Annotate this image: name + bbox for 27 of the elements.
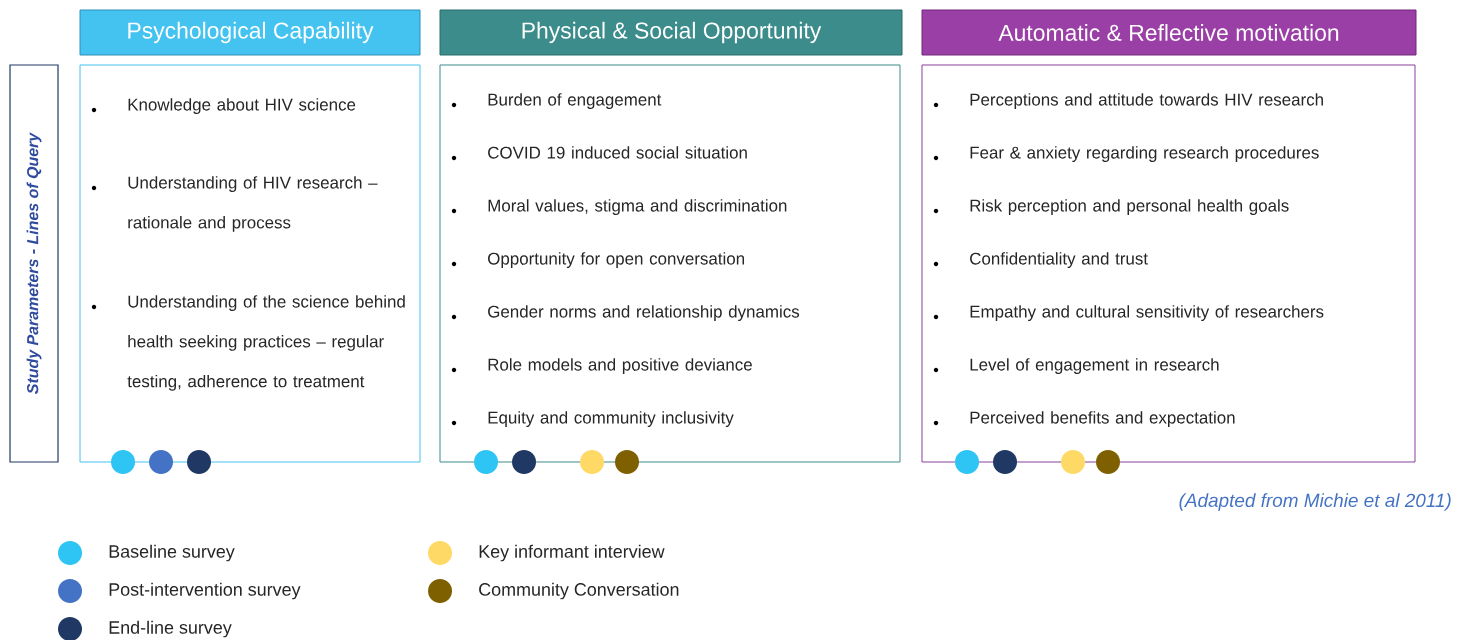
bullet-text: Confidentiality and trust: [970, 252, 1148, 268]
legend-text: Baseline survey: [109, 544, 235, 562]
side-label-box: Study Parameters - Lines of Query: [9, 64, 59, 463]
bullet-text: Fear & anxiety regarding research procedures: [970, 146, 1319, 162]
bullet-text: Perceptions and attitude towards HIV research: [970, 93, 1323, 109]
bullet-text: Equity and community inclusivity: [488, 411, 734, 427]
bullet-text: Understanding of HIV research – rationale and process: [128, 176, 378, 232]
header-box: Psychological Capability: [79, 9, 421, 56]
legend-text: Community Conversation: [479, 582, 679, 600]
bullet-text: Role models and positive deviance: [488, 358, 752, 374]
bullet-text: Opportunity for open conversation: [488, 252, 744, 268]
bullet-text: Understanding of the science behind health seeking practices – regular testing, adherence to treatment: [127, 295, 405, 391]
bullet-text: Gender norms and relationship dynamics: [488, 305, 800, 321]
bullet-text: Knowledge about HIV science: [128, 98, 356, 114]
bullet-text: Perceived benefits and expectation: [970, 411, 1235, 427]
source-note: (Adapted from Michie et al 2011): [1179, 493, 1451, 511]
bullet-text: Risk perception and personal health goals: [970, 199, 1289, 215]
bullet-text: COVID 19 induced social situation: [488, 146, 747, 159]
legend-text: Key informant interview: [479, 544, 665, 562]
bullet-text: Empathy and cultural sensitivity of researchers: [970, 305, 1324, 321]
bullet-text: Burden of engagement: [488, 93, 662, 109]
header-box: Automatic & Reflective motivation: [921, 9, 1417, 56]
legend-text: Post-intervention survey: [109, 582, 301, 600]
legend-text: End-line survey: [109, 620, 232, 638]
bullet-text: Level of engagement in research: [970, 358, 1219, 374]
header-box: Physical & Social Opportunity: [439, 9, 903, 56]
bullet-text: Moral values, stigma and discrimination: [488, 199, 787, 215]
